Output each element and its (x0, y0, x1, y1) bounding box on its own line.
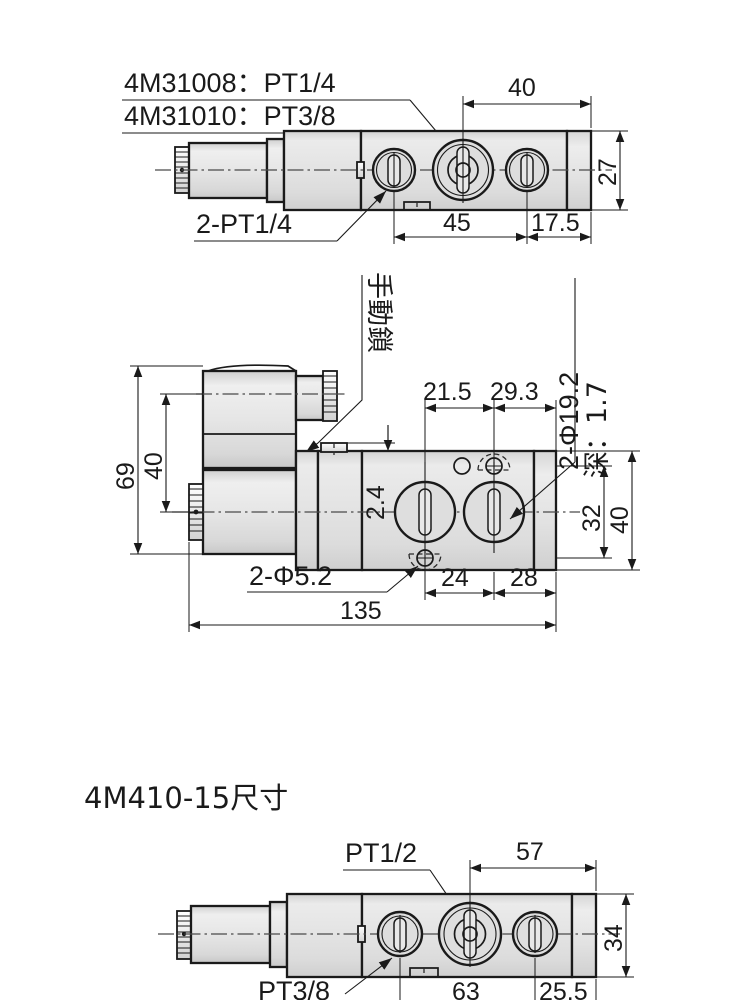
dim-32-label: 32 (578, 504, 606, 532)
middle-connector-neck (294, 374, 325, 422)
dim-24-label: 24 (441, 564, 469, 592)
dim-29-3-label: 29.3 (490, 378, 539, 406)
bottom-port-label-bottom: PT3/8 (258, 976, 330, 1000)
dim-middle-135: 135 (188, 542, 557, 632)
dim-top-27: 27 (591, 130, 628, 211)
dim-top-40: 40 (462, 74, 592, 138)
manual-lock-leader-line (317, 275, 363, 444)
hole-label-leader-arrow (509, 461, 576, 520)
dim-28-label: 28 (510, 564, 538, 592)
dim-bottom-57: 57 (469, 838, 597, 901)
mount-hole-leader (386, 565, 419, 593)
model-leader-join (409, 99, 437, 132)
middle-din-connector (201, 369, 298, 470)
middle-view-drawing: 手動鎖 (112, 272, 640, 632)
top-model-label-2: 4M31010：PT3/8 (124, 101, 336, 131)
middle-blind-hole (453, 457, 471, 475)
bottom-port-label-top: PT1/2 (345, 838, 417, 868)
dim-2-4-label: 2.4 (362, 485, 390, 520)
dim-40-left-label: 40 (140, 452, 168, 480)
top-port-right (504, 147, 550, 193)
middle-connector-nut (322, 370, 338, 422)
bottom-valve-right-cap (570, 892, 598, 979)
top-port-leader (336, 190, 387, 242)
dim-17-5-label: 17.5 (531, 209, 580, 237)
middle-port-a (393, 462, 457, 553)
dim-45-label: 45 (443, 209, 471, 237)
dim-middle-32-40-right: 32 40 (556, 450, 640, 571)
dim-middle-2-4: 2.4 (347, 425, 395, 520)
bottom-section-title: 4M410-15尺寸 (84, 781, 288, 815)
middle-valve-end-block (316, 449, 364, 572)
middle-port-b (462, 462, 526, 553)
hole-dia-label: 2-Φ19.2 (554, 372, 584, 470)
hole-depth-label: 深：1.7 (582, 381, 613, 478)
bottom-port-left (376, 910, 424, 958)
dim-34-label: 34 (600, 924, 628, 952)
dim-middle-69: 69 (112, 365, 203, 555)
dim-135-label: 135 (340, 597, 382, 625)
din-connector-top-chamfer (207, 364, 297, 372)
bottom-section-drawing: 4M410-15尺寸 PT1/2 (84, 781, 634, 1000)
dim-57-label: 57 (516, 838, 544, 866)
dim-21-5-label: 21.5 (423, 378, 472, 406)
bottom-port-leader-2 (344, 957, 393, 995)
dim-middle-24-28: 24 28 (424, 564, 557, 600)
dim-bottom-63-255: 63 25.5 (399, 958, 597, 1000)
bottom-port-center (437, 901, 503, 967)
bottom-coil-end-cap (176, 910, 192, 960)
mount-hole-label: 2-Φ5.2 (249, 561, 332, 591)
dim-middle-40-left: 40 (140, 393, 203, 513)
top-model-label-1: 4M31008：PT1/4 (124, 68, 336, 98)
dim-40-right-label: 40 (606, 506, 634, 534)
dim-40-label: 40 (508, 74, 536, 102)
top-port-center (431, 138, 495, 203)
top-port-label: 2-PT1/4 (196, 209, 292, 239)
top-view-drawing: 4M31008：PT1/4 4M31010：PT3/8 (122, 68, 628, 244)
middle-valve-right-cap (532, 449, 558, 572)
dim-69-label: 69 (112, 462, 140, 490)
dim-63-label: 63 (452, 978, 480, 1000)
dim-bottom-34: 34 (596, 893, 634, 978)
dim-25-5-label: 25.5 (539, 978, 588, 1000)
bottom-valve-end-block (285, 892, 364, 979)
bottom-port-right (511, 910, 559, 958)
middle-valve-left-cap (294, 449, 320, 572)
dim-top-45-175: 45 17.5 (393, 191, 592, 244)
dim-middle-21-5-29-3: 21.5 29.3 (423, 378, 557, 462)
top-port-left (371, 147, 417, 193)
manual-lock-label: 手動鎖 (363, 272, 394, 353)
dim-27-label: 27 (594, 158, 622, 186)
